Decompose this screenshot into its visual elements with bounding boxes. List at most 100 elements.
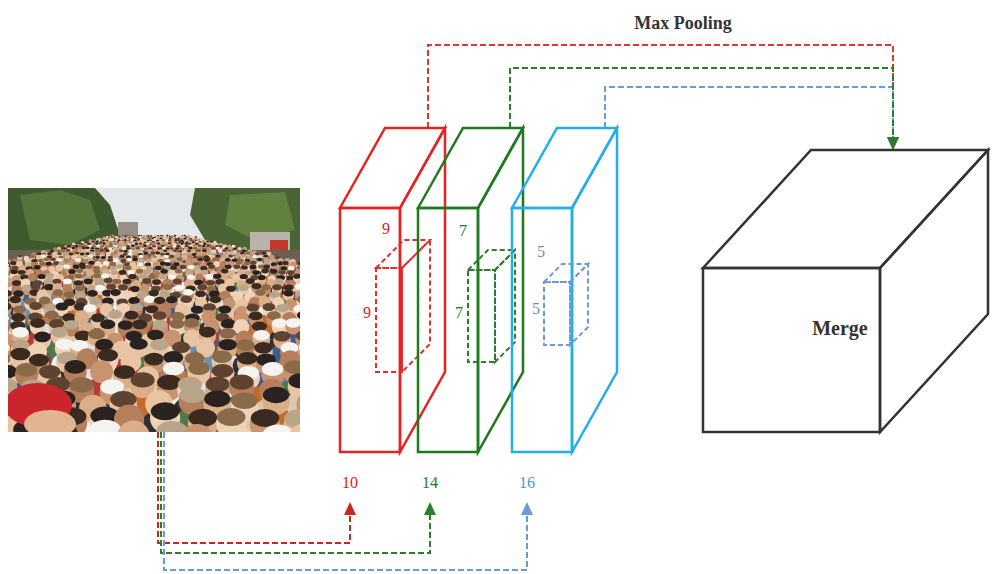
crowd-head bbox=[102, 241, 105, 244]
crowd-hair bbox=[128, 252, 133, 255]
crowd-hair bbox=[183, 289, 194, 296]
crowd-head bbox=[11, 266, 18, 273]
crowd-head bbox=[243, 247, 247, 251]
crowd-hair bbox=[283, 290, 294, 297]
crowd-hair bbox=[165, 253, 170, 256]
crowd-hair bbox=[137, 236, 139, 237]
crowd-hair bbox=[288, 266, 295, 270]
crowd-hair bbox=[137, 239, 140, 241]
crowd-head bbox=[83, 276, 92, 285]
crowd-hair bbox=[144, 236, 146, 237]
crowd-hair bbox=[200, 266, 207, 270]
crowd-hair bbox=[187, 252, 192, 255]
crowd-hair bbox=[252, 255, 257, 258]
crowd-hair bbox=[239, 285, 249, 291]
crowd-hair bbox=[50, 257, 56, 261]
crowd-hair bbox=[173, 249, 177, 252]
crowd-hair bbox=[17, 254, 22, 257]
crowd-hair bbox=[181, 235, 183, 236]
crowd-hair bbox=[182, 253, 187, 256]
crowd-hair bbox=[201, 270, 208, 275]
crowd-hair bbox=[75, 245, 79, 247]
crowd-hair bbox=[122, 245, 126, 247]
crowd-hair bbox=[109, 245, 113, 247]
crowd-hair bbox=[131, 235, 133, 236]
crowd-hair bbox=[18, 270, 25, 275]
crowd-head bbox=[84, 242, 87, 245]
crowd-photo bbox=[8, 188, 300, 432]
crowd-hair bbox=[91, 247, 95, 250]
crowd-hair bbox=[163, 255, 168, 258]
crowd-head bbox=[174, 235, 176, 237]
crowd-head bbox=[250, 258, 256, 264]
crowd-hair bbox=[105, 249, 109, 252]
crowd-hair bbox=[165, 259, 171, 263]
crowd-head bbox=[123, 250, 128, 255]
crowd-hair bbox=[110, 262, 116, 266]
crowd-hair bbox=[204, 255, 209, 258]
crowd-hair bbox=[189, 244, 193, 246]
crowd-hair bbox=[269, 291, 280, 298]
crowd-hair bbox=[44, 278, 53, 284]
crowd-hair bbox=[125, 266, 132, 270]
crowd-hair bbox=[177, 245, 181, 247]
crowd-hair bbox=[275, 278, 284, 284]
crowd-hair bbox=[75, 291, 86, 298]
crowd-hair bbox=[263, 265, 270, 269]
crowd-hair bbox=[193, 247, 197, 250]
crowd-hair bbox=[177, 239, 180, 241]
crowd-hair bbox=[95, 278, 104, 284]
crowd-hair bbox=[139, 255, 144, 258]
crowd-head bbox=[166, 236, 168, 238]
crowd-hair bbox=[139, 258, 145, 262]
crowd-hair bbox=[116, 264, 123, 268]
crowd-hair bbox=[64, 291, 75, 298]
crowd-head bbox=[160, 238, 163, 241]
crowd-hair bbox=[246, 278, 255, 284]
crowd-hair bbox=[126, 241, 129, 243]
crowd-hair bbox=[174, 239, 177, 241]
crowd-hair bbox=[134, 239, 137, 241]
crowd-head bbox=[240, 252, 245, 257]
crowd-hair bbox=[195, 290, 206, 297]
crowd-head bbox=[169, 238, 172, 241]
crowd-hair bbox=[72, 245, 76, 247]
crowd-hair bbox=[208, 252, 213, 255]
crowd-hair bbox=[222, 249, 226, 252]
crowd-hair bbox=[150, 252, 155, 255]
crowd-head bbox=[112, 235, 114, 237]
crowd-hair bbox=[37, 252, 42, 255]
crowd-hair bbox=[113, 237, 115, 238]
crowd-hair bbox=[166, 235, 168, 236]
crowd-hair bbox=[148, 236, 150, 237]
crowd-hair bbox=[66, 249, 70, 252]
crowd-hair bbox=[86, 247, 90, 250]
crowd-hair bbox=[72, 247, 76, 250]
crowd-hair bbox=[84, 279, 93, 285]
crowd-hair bbox=[168, 242, 171, 244]
crowd-hair bbox=[38, 274, 46, 279]
crowd-head bbox=[124, 235, 126, 237]
crowd-hair bbox=[178, 250, 182, 253]
crowd-hair bbox=[155, 266, 162, 270]
crowd-hair bbox=[190, 239, 193, 241]
crowd-hair bbox=[287, 270, 294, 275]
crowd-hair bbox=[171, 258, 177, 262]
crowd-hair bbox=[232, 245, 236, 247]
crowd-hair bbox=[243, 247, 247, 250]
crowd-hair bbox=[176, 236, 178, 237]
crowd-head bbox=[114, 245, 118, 249]
crowd-hair bbox=[76, 268, 83, 273]
crowd-hair bbox=[111, 270, 118, 275]
crowd-hair bbox=[151, 238, 154, 240]
crowd-hair bbox=[187, 250, 191, 253]
crowd-hair bbox=[120, 243, 123, 245]
crowd-hair bbox=[186, 238, 189, 240]
crowd-hair bbox=[92, 241, 95, 243]
crowd-hair bbox=[95, 253, 100, 256]
crowd-hair bbox=[210, 241, 213, 243]
crowd-head bbox=[95, 248, 99, 252]
crowd-hair bbox=[122, 247, 126, 250]
crowd-hair bbox=[176, 242, 179, 244]
crowd-hair bbox=[127, 258, 133, 262]
